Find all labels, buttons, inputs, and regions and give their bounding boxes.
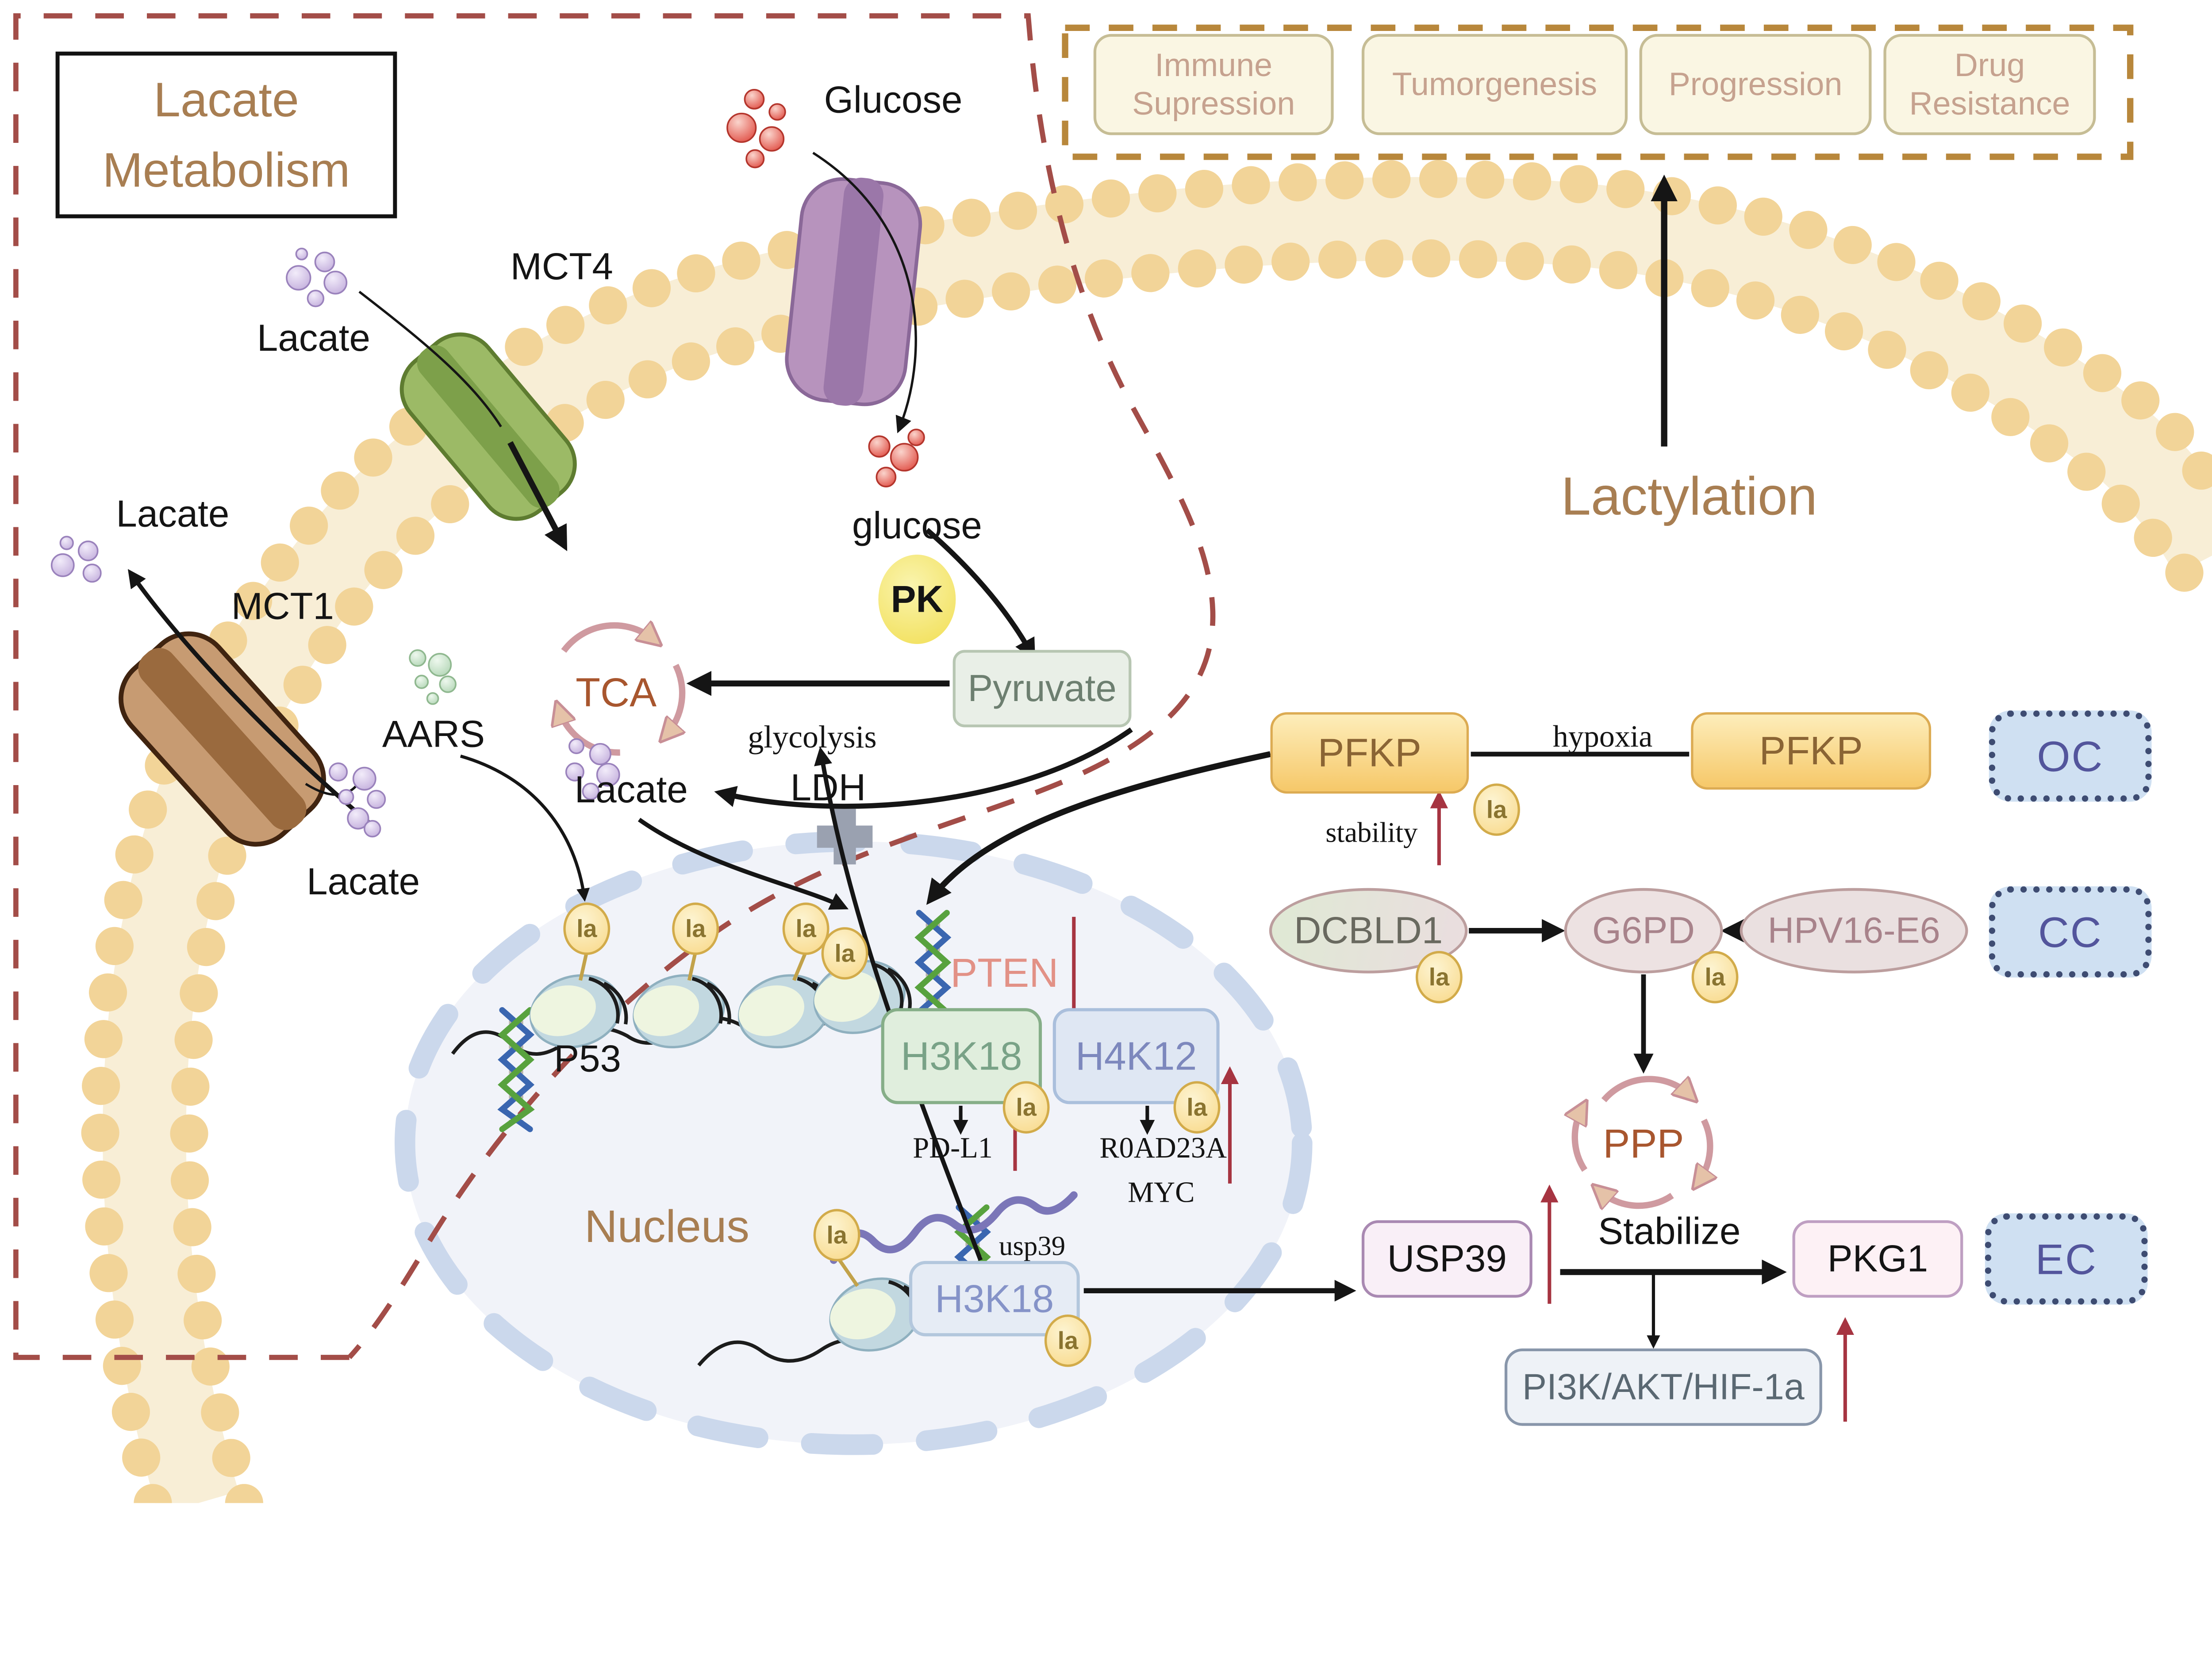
nucleus-label: Nucleus [584, 1201, 749, 1252]
pk-enzyme [878, 555, 956, 644]
pfkp-text: PFKP [1317, 730, 1422, 775]
la-badge: la [1002, 1081, 1050, 1134]
pyruvate-box: Pyruvate [952, 650, 1132, 728]
h3k18-text: H3K18 [901, 1034, 1022, 1078]
la-badge: la [813, 1209, 860, 1261]
la-badge: la [1415, 951, 1463, 1004]
lactate-metabolism-title: Lacate Metabolism [55, 51, 397, 218]
mct4-label: MCT4 [510, 245, 613, 288]
ppp-label: PPP [1603, 1121, 1684, 1166]
title-line1: Lacate [154, 73, 299, 127]
pfkp-box-left: PFKP [1270, 712, 1469, 794]
pathway-figure: Lacate Metabolism Immune Supression Tumo… [13, 13, 2212, 1503]
outcome-tumorgenesis: Tumorgenesis [1361, 34, 1628, 135]
outcome-text: Immune [1155, 47, 1273, 83]
p53-label: P53 [554, 1038, 621, 1080]
outcome-drug-resistance: Drug Resistance [1883, 34, 2096, 135]
lacate-label-left: Lacate [116, 493, 230, 535]
h4k12-text: H4K12 [1075, 1034, 1197, 1078]
la-badge: la [1173, 1081, 1221, 1134]
lacate-label-bottom: Lacate [307, 860, 420, 903]
lactate-dots-bottom [329, 762, 386, 838]
la-badge: la [1473, 783, 1520, 836]
lactate-dots-left [50, 536, 102, 583]
usp39-gene-label: usp39 [999, 1230, 1066, 1261]
la-badge: la [1044, 1315, 1091, 1367]
cc-box: CC [1989, 886, 2152, 978]
outcome-text: Supression [1132, 85, 1295, 122]
h3k18-bottom-text: H3K18 [935, 1276, 1054, 1321]
lacate-label-mid: Lacate [574, 768, 688, 811]
la-badge: la [563, 902, 611, 955]
ec-text: EC [2035, 1235, 2097, 1283]
mct1-transporter [119, 631, 326, 847]
oc-box: OC [1989, 710, 2152, 802]
pkg1-box: PKG1 [1792, 1220, 1963, 1298]
tca-label: TCA [576, 670, 657, 715]
la-badge: la [1691, 951, 1739, 1004]
outcome-text: Progression [1668, 66, 1843, 103]
cc-text: CC [2038, 908, 2103, 956]
g6pd-text: G6PD [1592, 909, 1695, 952]
usp39-box: USP39 [1361, 1220, 1532, 1298]
hpv16-e6-text: HPV16-E6 [1767, 910, 1940, 951]
glucose-dots-outside [726, 89, 786, 169]
pyruvate-text: Pyruvate [968, 667, 1117, 710]
outcome-text: Tumorgenesis [1392, 66, 1598, 103]
pkg1-text: PKG1 [1827, 1238, 1928, 1280]
mct1-label: MCT1 [231, 585, 334, 628]
la-badge: la [672, 902, 719, 955]
g6pd-ellipse: G6PD [1564, 888, 1723, 974]
glycolysis-label: glycolysis [748, 720, 877, 755]
hpv16-e6-ellipse: HPV16-E6 [1740, 888, 1968, 974]
lactate-zone-dashed-border [13, 13, 1216, 1360]
aars-label: AARS [382, 713, 485, 755]
pk-label: PK [891, 578, 944, 621]
lactate-dots-mid [565, 738, 620, 801]
pi3k-akt-hif1a-box: PI3K/AKT/HIF-1a [1504, 1348, 1822, 1426]
arrows-black [127, 152, 1787, 1349]
glucose-dots-inside [868, 429, 925, 487]
glucose-label-inside: glucose [852, 504, 982, 547]
dcbld1-ellipse: DCBLD1 [1269, 888, 1468, 974]
oc-text: OC [2037, 732, 2104, 780]
stabilize-label: Stabilize [1598, 1210, 1741, 1253]
glucose-label-outside: Glucose [824, 79, 963, 121]
stability-label: stability [1325, 816, 1418, 849]
pd-l1-label: PD-L1 [913, 1131, 993, 1165]
outcome-text: Resistance [1909, 85, 2070, 122]
outcome-progression: Progression [1639, 34, 1872, 135]
lacate-label-top: Lacate [257, 317, 370, 359]
la-badge: la [821, 927, 868, 980]
outcome-immune-suppression: Immune Supression [1093, 34, 1334, 135]
rna-squiggle [830, 1191, 1078, 1264]
usp39-text: USP39 [1387, 1238, 1507, 1280]
pi3k-text: PI3K/AKT/HIF-1a [1522, 1367, 1805, 1407]
outcome-text: Drug [1954, 47, 2025, 83]
pfkp-box-right: PFKP [1691, 712, 1932, 790]
ppp-cycle-arrows [1575, 1079, 1710, 1206]
ldh-label: LDH [790, 767, 866, 809]
lactylation-zone-dashed-border [1062, 24, 2134, 160]
lactylation-title: Lactylation [1561, 466, 1817, 526]
road23a-label: R0AD23A [1099, 1131, 1227, 1165]
la-badge: la [782, 902, 830, 955]
glucose-transporter [785, 177, 922, 406]
lactate-dots-top [286, 247, 348, 307]
pfkp-text: PFKP [1759, 728, 1863, 773]
myc-label: MYC [1128, 1176, 1195, 1209]
dcbld1-text: DCBLD1 [1294, 909, 1443, 952]
ec-box: EC [1985, 1213, 2148, 1305]
hypoxia-label: hypoxia [1552, 719, 1653, 754]
aars-dots [409, 649, 457, 705]
title-line2: Metabolism [102, 143, 350, 197]
pten-label: PTEN [950, 950, 1059, 996]
